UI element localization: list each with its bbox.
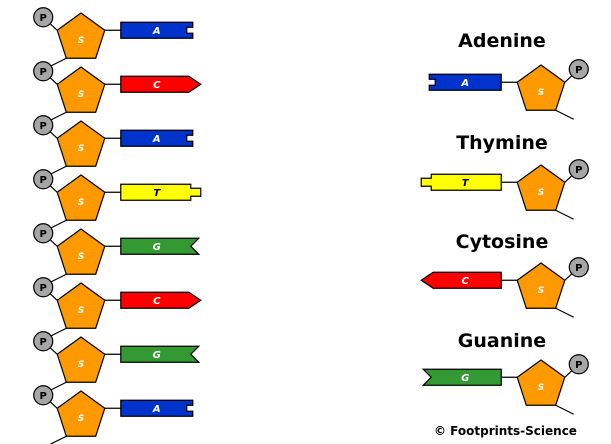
sugar-label: S (78, 252, 84, 262)
base-letter: G (153, 350, 161, 361)
backbone-line (555, 109, 574, 120)
sugar-label: S (538, 88, 544, 98)
phosphate-label: P (40, 13, 47, 24)
copyright-notice: © Footprints-Science (434, 424, 577, 438)
sugar-label: S (78, 36, 84, 46)
backbone-line (555, 209, 574, 220)
base-A-shape (120, 129, 194, 147)
sugar-pentagon (56, 12, 106, 59)
sugar-pentagon (56, 66, 106, 113)
phosphate-circle (33, 331, 54, 352)
legend-name-guanine: Guanine (458, 330, 546, 352)
nucleotide: G S P (33, 331, 201, 392)
nucleotide: C S P (33, 277, 202, 338)
phosphate-circle (568, 59, 589, 80)
sugar-label: S (538, 383, 544, 393)
phosphate-label: P (40, 337, 47, 348)
phosphate-circle (33, 223, 54, 244)
base-letter: A (152, 404, 161, 415)
sugar-pentagon (56, 282, 106, 329)
phosphate-label: P (575, 165, 582, 176)
sugar-pentagon (56, 228, 106, 275)
base-G-shape (120, 237, 201, 255)
nucleotide: A S P (33, 7, 194, 68)
base-letter: G (461, 373, 469, 384)
sugar-pentagon (56, 174, 106, 221)
sugar-pentagon (516, 164, 566, 211)
nucleotide: G S P (33, 223, 201, 284)
phosphate-label: P (575, 263, 582, 274)
sugar-pentagon (516, 359, 566, 406)
phosphate-circle (568, 354, 589, 375)
backbone-line (49, 435, 67, 444)
phosphate-label: P (40, 121, 47, 132)
sugar-label: S (78, 90, 84, 100)
phosphate-label: P (40, 229, 47, 240)
sugar-label: S (538, 188, 544, 198)
phosphate-label: P (40, 175, 47, 186)
base-letter: A (152, 26, 161, 37)
phosphate-label: P (575, 360, 582, 371)
base-A-shape (120, 399, 194, 417)
phosphate-circle (33, 61, 54, 82)
sugar-pentagon (516, 64, 566, 111)
sugar-pentagon (56, 120, 106, 167)
sugar-label: S (78, 306, 84, 316)
base-letter: A (460, 78, 469, 89)
base-C-shape (120, 291, 202, 309)
phosphate-circle (568, 257, 589, 278)
nucleotide: A S P (33, 115, 194, 176)
phosphate-label: P (40, 67, 47, 78)
sugar-label: S (78, 144, 84, 154)
sugar-pentagon (56, 336, 106, 383)
base-C-shape (420, 271, 502, 289)
phosphate-circle (33, 385, 54, 406)
base-T-shape (420, 173, 502, 191)
base-letter: A (152, 134, 161, 145)
phosphate-label: P (40, 283, 47, 294)
base-A-shape (120, 21, 194, 39)
base-T-shape (120, 183, 202, 201)
phosphate-label: P (40, 391, 47, 402)
base-letter: T (462, 178, 470, 189)
legend-name-cytosine: Cytosine (456, 231, 549, 253)
phosphate-label: P (575, 65, 582, 76)
sugar-label: S (78, 414, 84, 424)
nucleotide: A S P (33, 385, 194, 444)
base-letter: G (153, 242, 161, 253)
sugar-pentagon (516, 262, 566, 309)
legend-name-adenine: Adenine (458, 30, 546, 52)
base-letter: C (153, 296, 161, 307)
sugar-label: S (538, 286, 544, 296)
backbone-line (555, 307, 574, 318)
nucleotide: T S P (33, 169, 202, 230)
sugar-label: S (78, 360, 84, 370)
base-letter: T (153, 188, 161, 199)
nucleotide: G S P (421, 354, 589, 415)
base-C-shape (120, 75, 202, 93)
dna-strand: A S P C S P A S P T S P G S P C S P G S P A S P (33, 7, 202, 444)
legend-name-thymine: Thymine (456, 132, 548, 154)
nucleotide: T S P (420, 159, 589, 220)
base-G-shape (421, 368, 502, 386)
sugar-label: S (78, 198, 84, 208)
phosphate-circle (33, 277, 54, 298)
phosphate-circle (33, 115, 54, 136)
base-letter: C (462, 276, 470, 287)
nucleotide: C S P (33, 61, 202, 122)
sugar-pentagon (56, 390, 106, 437)
base-A-shape (428, 73, 502, 91)
base-letter: C (153, 80, 161, 91)
phosphate-circle (568, 159, 589, 180)
backbone-line (555, 404, 574, 415)
base-G-shape (120, 345, 201, 363)
phosphate-circle (33, 169, 54, 190)
nucleotide: C S P (420, 257, 589, 318)
phosphate-circle (33, 7, 54, 28)
nucleotide: A S P (428, 59, 589, 120)
